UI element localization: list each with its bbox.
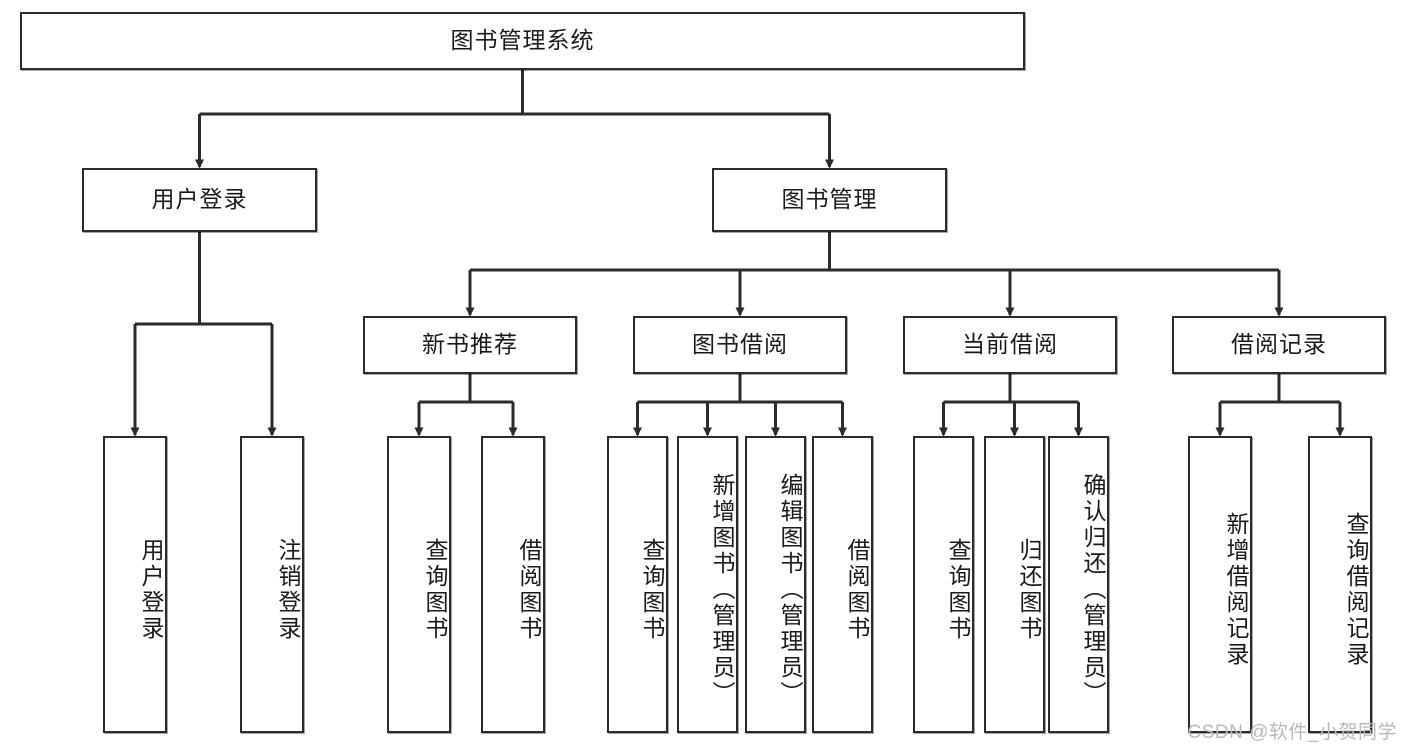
node-label: 用户登录 (138, 537, 164, 642)
node-leaf-borrow-1[interactable]: 查询图书 (607, 436, 668, 733)
node-login[interactable]: 用户登录 (82, 168, 317, 232)
node-label: 用户登录 (151, 186, 248, 213)
node-label: 新书推荐 (422, 331, 518, 358)
node-label: 查询图书 (639, 537, 665, 642)
node-borrow[interactable]: 图书借阅 (633, 316, 847, 374)
node-label: 查询借阅记录 (1343, 511, 1369, 668)
node-leaf-rec-2[interactable]: 查询借阅记录 (1308, 436, 1372, 733)
node-leaf-cur-3[interactable]: 确认归还（管理员） (1048, 436, 1109, 733)
node-leaf-borrow-2[interactable]: 新增图书（管理员） (677, 436, 738, 733)
node-label: 图书管理系统 (450, 27, 595, 54)
node-label: 归还图书 (1016, 537, 1042, 642)
watermark-text: CSDN @软件_小贺同学 (1187, 722, 1397, 743)
node-newbook[interactable]: 新书推荐 (363, 316, 577, 374)
node-leaf-new-2[interactable]: 借阅图书 (481, 436, 545, 733)
node-bookmgmt[interactable]: 图书管理 (712, 168, 947, 232)
node-label: 图书管理 (781, 186, 878, 213)
node-leaf-cur-2[interactable]: 归还图书 (984, 436, 1045, 733)
node-leaf-borrow-4[interactable]: 借阅图书 (812, 436, 873, 733)
node-label: 图书借阅 (692, 331, 788, 358)
node-leaf-login-1[interactable]: 用户登录 (103, 436, 167, 733)
node-current[interactable]: 当前借阅 (903, 316, 1117, 374)
node-label: 查询图书 (422, 537, 448, 642)
node-label: 注销登录 (275, 537, 301, 642)
node-label: 借阅图书 (516, 537, 542, 642)
node-label: 确认归还（管理员） (1080, 472, 1106, 707)
node-leaf-borrow-3[interactable]: 编辑图书（管理员） (745, 436, 806, 733)
node-leaf-cur-1[interactable]: 查询图书 (913, 436, 974, 733)
node-label: 新增借阅记录 (1223, 511, 1249, 668)
node-label: 查询图书 (945, 537, 971, 642)
node-leaf-login-2[interactable]: 注销登录 (240, 436, 304, 733)
node-label: 当前借阅 (962, 331, 1058, 358)
node-label: 编辑图书（管理员） (777, 472, 803, 707)
node-label: 借阅记录 (1231, 331, 1327, 358)
node-records[interactable]: 借阅记录 (1172, 316, 1386, 374)
node-root[interactable]: 图书管理系统 (20, 12, 1025, 70)
node-label: 新增图书（管理员） (709, 472, 735, 707)
node-label: 借阅图书 (844, 537, 870, 642)
node-leaf-rec-1[interactable]: 新增借阅记录 (1188, 436, 1252, 733)
node-leaf-new-1[interactable]: 查询图书 (387, 436, 451, 733)
